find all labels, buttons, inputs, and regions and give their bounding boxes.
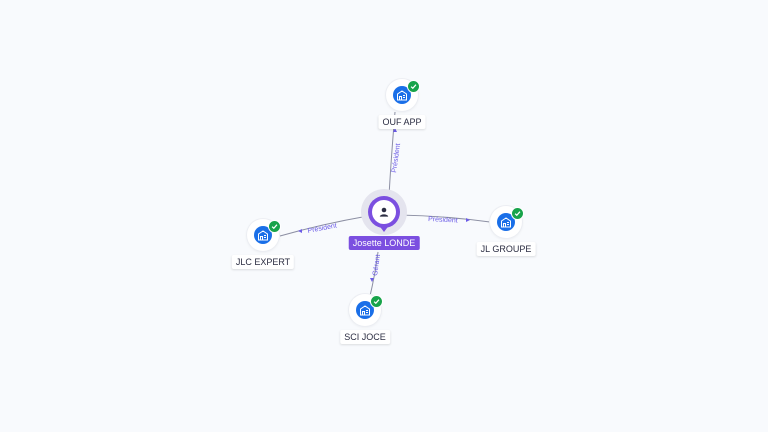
company-label-jlc-expert: JLC EXPERT (231, 255, 295, 269)
building-icon (393, 86, 411, 104)
edge-jlc-expert: Président (279, 215, 369, 237)
person-label: Josette LONDE (348, 236, 420, 250)
edge-label-jlc-expert: Président (307, 222, 337, 235)
verified-check-icon (268, 220, 281, 233)
verified-check-icon (511, 207, 524, 220)
company-label-ouf-app: OUF APP (378, 115, 426, 129)
building-icon (356, 301, 374, 319)
person-pin-tail (378, 224, 390, 232)
edge-sci-joce: Gérant (369, 251, 382, 297)
company-label-jl-groupe: JL GROUPE (476, 242, 536, 256)
verified-check-icon (407, 80, 420, 93)
company-label-sci-joce: SCI JOCE (340, 330, 390, 344)
edge-label-sci-joce: Gérant (372, 254, 382, 276)
building-icon (497, 213, 515, 231)
edge-arrow (393, 128, 397, 132)
edge-arrow (298, 229, 302, 233)
person-icon (372, 200, 396, 224)
edge-label-ouf-app: Président (391, 143, 402, 173)
edge-arrow (466, 218, 470, 222)
verified-check-icon (370, 295, 383, 308)
edge-label-jl-groupe: Président (428, 216, 458, 225)
building-icon (254, 226, 272, 244)
edge-arrow (370, 278, 374, 282)
edge-jl-groupe: Président (399, 214, 491, 225)
